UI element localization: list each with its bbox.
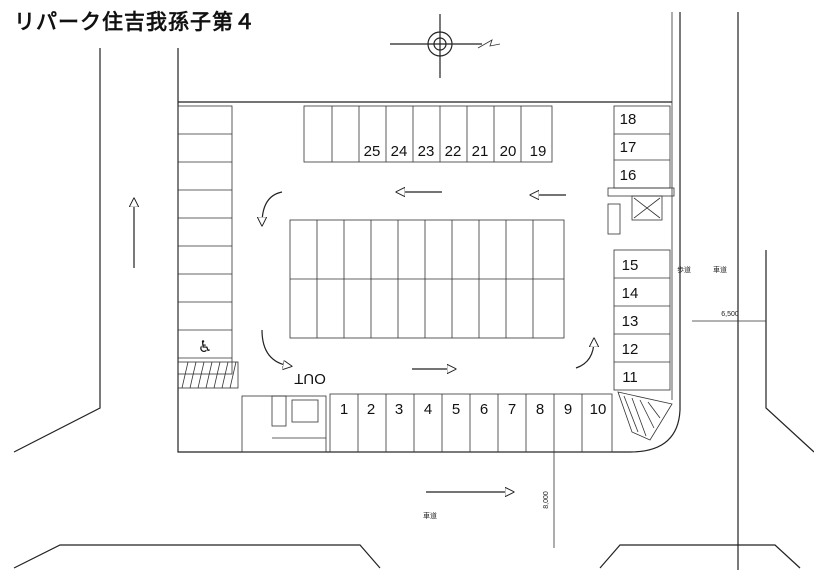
space-label-2: 2 — [367, 401, 375, 418]
space-label-12: 12 — [622, 341, 639, 358]
space-label-11: 11 — [622, 369, 638, 386]
out-label: OUT — [294, 370, 326, 387]
left-stalls — [177, 105, 233, 375]
dimension-bottom: 8,000 — [543, 491, 550, 509]
space-label-7: 7 — [508, 401, 516, 418]
space-label-14: 14 — [622, 285, 639, 302]
page-title: リパーク住吉我孫子第４ — [14, 10, 256, 34]
right-stalls — [613, 249, 671, 391]
space-label-6: 6 — [480, 401, 488, 418]
traffic-flow-arrows — [134, 192, 594, 492]
space-label-10: 10 — [590, 401, 607, 418]
space-label-8: 8 — [536, 401, 544, 418]
sidewalk-label: 歩道 — [677, 265, 691, 274]
accessible-parking-icon: ♿ — [198, 337, 212, 356]
corner-hatched-zone — [617, 391, 673, 441]
space-label-17: 17 — [620, 139, 637, 156]
space-label-19: 19 — [530, 143, 547, 160]
space-label-1: 1 — [340, 401, 348, 418]
space-label-9: 9 — [564, 401, 572, 418]
space-label-3: 3 — [395, 401, 403, 418]
road-label-right: 車道 — [713, 265, 727, 274]
space-label-20: 20 — [500, 143, 517, 160]
space-label-21: 21 — [472, 143, 489, 160]
bottom-stalls — [329, 393, 613, 453]
top-stalls — [303, 105, 553, 163]
space-label-4: 4 — [424, 401, 432, 418]
payment-machine-area — [607, 187, 675, 235]
road-label-bottom: 車道 — [423, 511, 437, 520]
central-stall-block — [289, 219, 565, 339]
dimension-right: 6,500 — [721, 311, 739, 318]
space-label-25: 25 — [364, 143, 381, 160]
space-label-15: 15 — [622, 257, 639, 274]
svg-text:♿: ♿ — [198, 337, 212, 356]
space-label-5: 5 — [452, 401, 460, 418]
north-compass-icon — [390, 14, 501, 78]
space-label-22: 22 — [445, 143, 462, 160]
space-label-24: 24 — [391, 143, 408, 160]
space-label-13: 13 — [622, 313, 639, 330]
space-label-16: 16 — [620, 167, 637, 184]
road-lines — [13, 12, 814, 570]
dimension-lines — [553, 320, 766, 548]
gate-area — [241, 395, 327, 453]
space-label-18: 18 — [620, 111, 637, 128]
hatched-zone — [177, 361, 239, 389]
space-label-23: 23 — [418, 143, 435, 160]
